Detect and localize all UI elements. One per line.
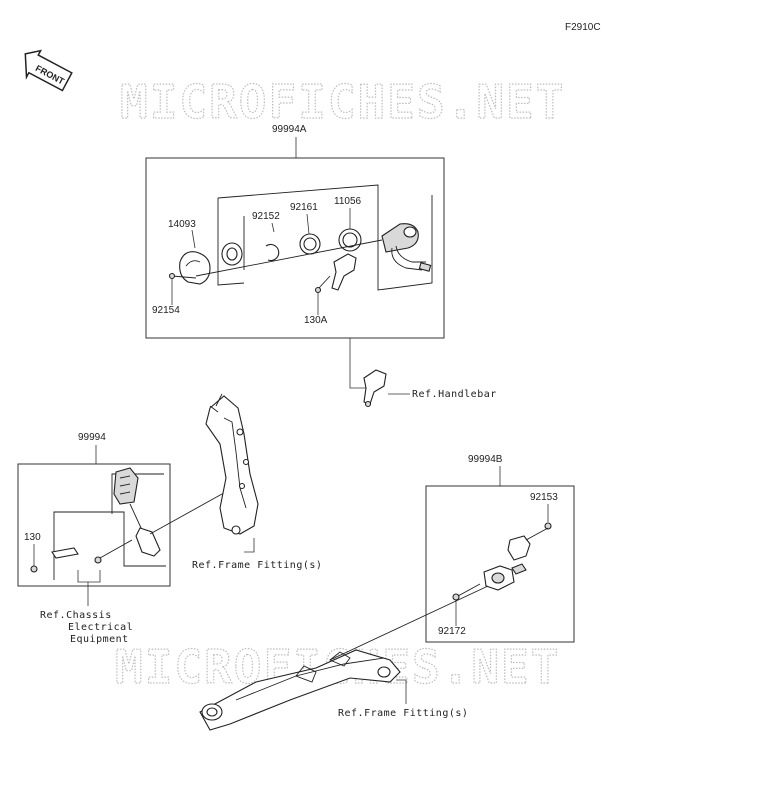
part-label-92161: 92161	[290, 202, 318, 213]
switch-body	[135, 527, 161, 557]
assembly-99994A: 99994A 14093 92152 92161 11056 92154 130…	[145, 124, 497, 408]
part-label-92172: 92172	[438, 626, 466, 637]
front-arrow-icon: FRONT	[24, 49, 73, 92]
watermark-top: MICROFICHES.NET	[120, 75, 565, 129]
kit-box-99994	[17, 463, 171, 587]
switch-connector	[113, 467, 139, 505]
ref-handlebar: Ref.Handlebar	[412, 389, 497, 400]
frame-fitting-left: Ref.Frame Fitting(s)	[192, 393, 322, 571]
figure-code: F2910C	[565, 22, 601, 33]
kit-label-99994A: 99994A	[272, 124, 307, 135]
bolt-130	[30, 565, 38, 573]
bolt-130A	[314, 286, 322, 294]
ref-chassis-line3: Equipment	[70, 634, 129, 645]
kit-box-99994A	[145, 157, 445, 339]
ref-frame-bottom: Ref.Frame Fitting(s)	[338, 708, 468, 719]
part-label-130A: 130A	[304, 315, 328, 326]
ring-92152	[265, 243, 280, 262]
part-label-92153: 92153	[530, 492, 558, 503]
assembly-99994B: 99994B 92153 92172	[329, 454, 575, 661]
clamp-14093	[179, 251, 211, 285]
ref-chassis-line2: Electrical	[68, 622, 133, 633]
frame-fitting-bottom: Ref.Frame Fitting(s)	[199, 649, 468, 731]
kit-label-99994: 99994	[78, 432, 106, 443]
kit-box-99994B	[425, 485, 575, 643]
strap	[51, 547, 79, 559]
part-label-11056: 11056	[334, 196, 362, 207]
part-label-92152: 92152	[252, 211, 280, 222]
bracket	[331, 253, 357, 291]
assembly-99994: 99994 130 Ref.Chassis Electrical Equipme…	[17, 432, 241, 645]
kit-label-99994B: 99994B	[468, 454, 503, 465]
handlebar-clamp	[363, 369, 387, 405]
bolt-92153	[544, 522, 552, 530]
bracket-b	[507, 535, 531, 561]
part-label-14093: 14093	[168, 219, 196, 230]
bolt-92172	[452, 593, 460, 601]
part-label-130: 130	[24, 532, 41, 543]
part-label-92154: 92154	[152, 305, 180, 316]
ref-chassis-line1: Ref.Chassis	[40, 610, 112, 621]
ref-frame-left: Ref.Frame Fitting(s)	[192, 560, 322, 571]
